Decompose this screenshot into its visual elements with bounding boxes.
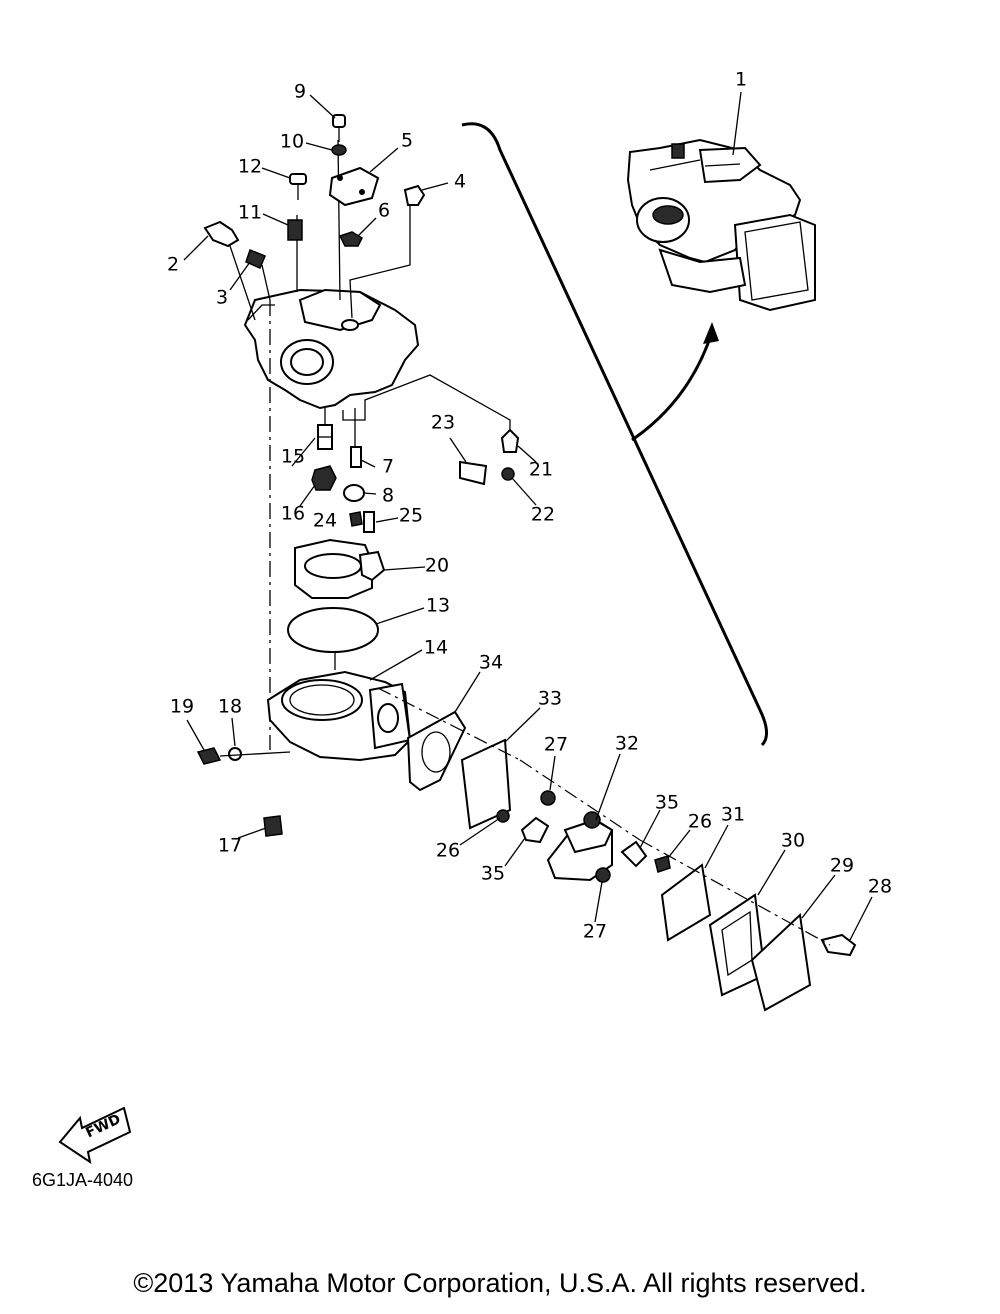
callout-3: 3 <box>216 287 228 309</box>
callout-24: 24 <box>313 510 337 532</box>
callout-15: 15 <box>281 446 305 468</box>
callout-1: 1 <box>735 69 747 91</box>
float <box>294 538 386 599</box>
callout-33: 33 <box>538 688 562 710</box>
callout-27-bottom: 27 <box>583 921 607 943</box>
fwd-arrow-icon: FWD <box>58 1106 132 1165</box>
carburetor-body <box>243 288 420 410</box>
callout-7: 7 <box>382 456 394 478</box>
callout-5: 5 <box>401 130 413 152</box>
callout-12: 12 <box>238 156 262 178</box>
callout-18: 18 <box>218 696 242 718</box>
callout-34: 34 <box>479 652 503 674</box>
float-bowl-gasket <box>287 607 379 653</box>
callout-10: 10 <box>280 131 304 153</box>
screw-19 <box>196 747 222 765</box>
callout-14: 14 <box>424 637 448 659</box>
reference-arrow <box>631 331 714 442</box>
callout-11: 11 <box>238 202 262 224</box>
callout-31: 31 <box>721 804 745 826</box>
callout-23: 23 <box>431 412 455 434</box>
float-bowl <box>266 670 412 762</box>
callout-25: 25 <box>399 505 423 527</box>
callout-19: 19 <box>170 696 194 718</box>
drawing-reference-code: 6G1JA-4040 <box>32 1170 134 1190</box>
washer-18 <box>228 747 242 761</box>
arrow-head <box>703 322 719 344</box>
callout-28: 28 <box>868 876 892 898</box>
callout-16: 16 <box>281 503 305 525</box>
fuel-pump-parts <box>377 687 857 1012</box>
callout-26-right: 26 <box>688 811 712 833</box>
callout-6: 6 <box>378 200 390 222</box>
callout-27-top: 27 <box>544 734 568 756</box>
carburetor-assembly-illustration <box>626 138 816 312</box>
callout-26-left: 26 <box>436 840 460 862</box>
callout-21: 21 <box>529 459 553 481</box>
callout-8: 8 <box>382 485 394 507</box>
callout-35-left: 35 <box>481 863 505 885</box>
leader-1 <box>732 91 742 156</box>
grouping-bracket <box>461 122 768 747</box>
callout-22: 22 <box>531 504 555 526</box>
callout-9: 9 <box>294 81 306 103</box>
callout-30: 30 <box>781 830 805 852</box>
callout-2: 2 <box>167 254 179 276</box>
drain-screw <box>263 815 283 837</box>
callout-13: 13 <box>426 595 450 617</box>
callout-35-right: 35 <box>655 792 679 814</box>
callout-20: 20 <box>425 555 449 577</box>
small-parts-middle <box>311 424 520 533</box>
callout-32: 32 <box>615 733 639 755</box>
copyright-notice: ©2013 Yamaha Motor Corporation, U.S.A. A… <box>133 1268 867 1298</box>
callout-17: 17 <box>218 835 242 857</box>
callout-29: 29 <box>830 855 854 877</box>
small-parts-upper <box>203 114 426 269</box>
callout-4: 4 <box>454 171 466 193</box>
